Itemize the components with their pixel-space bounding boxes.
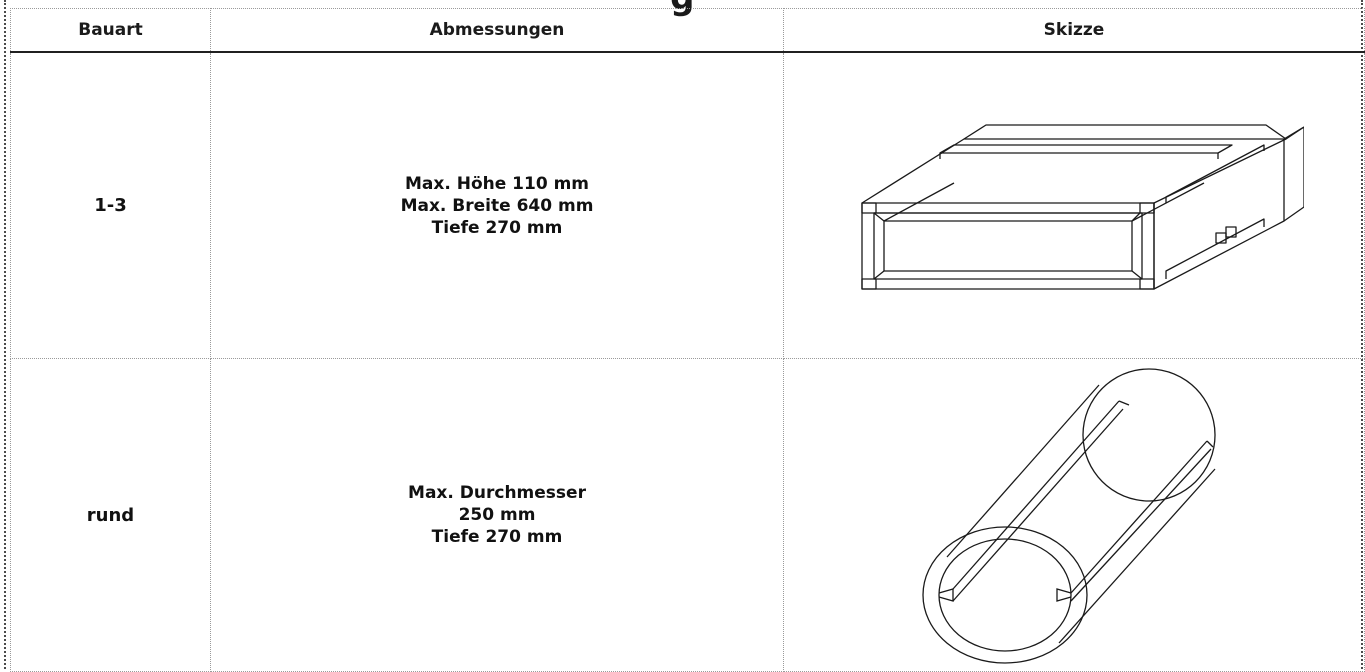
header-skizze: Skizze [783,8,1365,53]
table-row: 1-3 Max. Höhe 110 mm Max. Breite 640 mm … [10,51,1365,359]
table-header-row: Bauart Abmessungen Skizze [10,8,1365,53]
sketch-cell [783,51,1365,359]
dimensions-table: Bauart Abmessungen Skizze 1-3 Max. Höhe … [10,8,1365,672]
dimension-line: 250 mm [458,505,536,525]
table-row: rund Max. Durchmesser 250 mm Tiefe 270 m… [10,358,1365,672]
header-bauart: Bauart [10,8,211,53]
rectangular-duct-sketch-icon [861,123,1304,290]
dimension-line: Tiefe 270 mm [431,527,563,547]
dimension-line: Max. Höhe 110 mm [404,173,590,194]
type-cell: rund [10,358,211,672]
header-abmessungen: Abmessungen [210,8,784,53]
sketch-cell [783,358,1365,672]
dimensions-cell: Max. Durchmesser 250 mm Tiefe 270 mm [210,358,784,672]
dimensions-cell: Max. Höhe 110 mm Max. Breite 640 mm Tief… [210,51,784,359]
dimension-line: Max. Breite 640 mm [400,195,594,216]
dimension-line: Tiefe 270 mm [431,217,563,238]
round-duct-sketch-icon [922,368,1216,664]
dimension-line: Max. Durchmesser [408,483,586,503]
type-cell: 1-3 [10,51,211,359]
